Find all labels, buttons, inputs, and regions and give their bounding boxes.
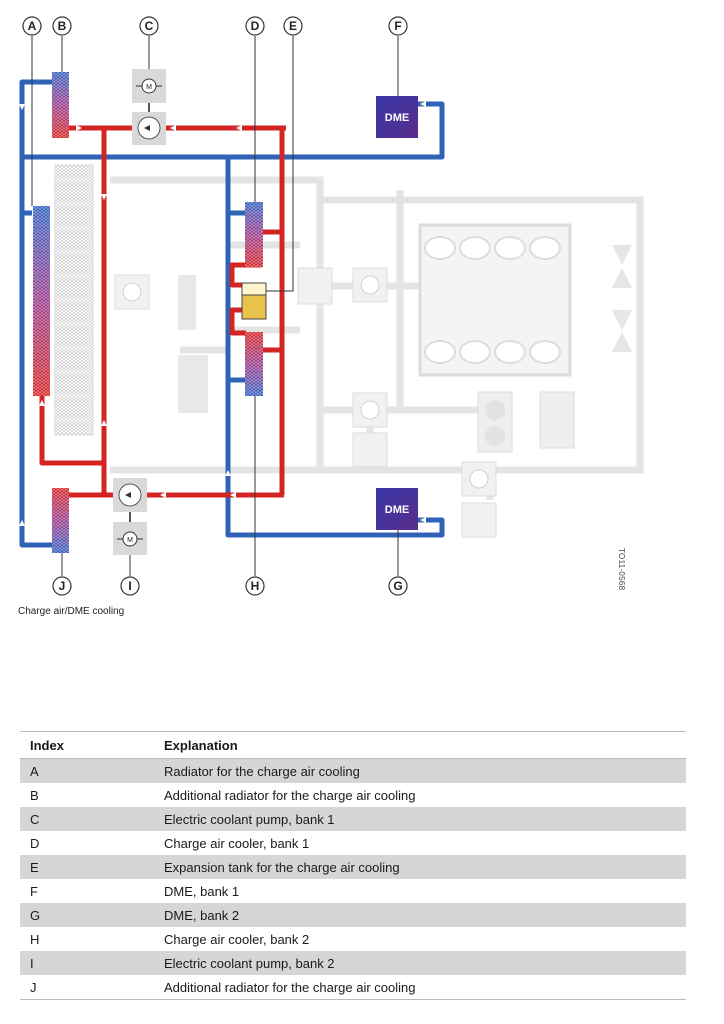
expansion-tank-e [241,282,267,320]
legend-header-row: Index Explanation [20,731,686,759]
dme-bottom-label: DME [385,504,409,516]
pump-c-motor-symbol: M [146,84,152,91]
legend-row: J Additional radiator for the charge air… [20,975,686,1000]
label-h: H [251,579,260,593]
legend-row: B Additional radiator for the charge air… [20,783,686,807]
dme-bank1-f: DME [376,96,418,138]
inactive-components [54,164,632,538]
legend-index: H [30,931,40,947]
label-g: G [393,579,402,593]
legend-index: I [20,951,154,975]
charge-air-cooler-d [245,202,263,267]
label-c: C [145,19,154,33]
legend-explanation: Charge air cooler, bank 1 [164,835,310,851]
electric-pump-c: M [132,69,166,145]
legend-explanation: Charge air cooler, bank 2 [164,931,310,947]
legend-index: B [30,787,39,803]
label-f: F [394,19,401,33]
label-b: B [58,19,67,33]
label-leader-lines [31,36,399,576]
legend-header-explanation: Explanation [154,731,686,759]
additional-radiator-b [52,72,69,138]
legend-explanation: Radiator for the charge air cooling [154,758,686,783]
legend-index: D [30,835,40,851]
charge-air-radiator-a [33,206,50,396]
legend-table: Index Explanation A Radiator for the cha… [20,731,686,1000]
additional-radiator-j [52,488,69,553]
legend-row: E Expansion tank for the charge air cool… [20,855,686,879]
legend-explanation: Expansion tank for the charge air coolin… [154,855,686,879]
pump-i-motor-symbol: M [127,537,133,544]
legend-row: I Electric coolant pump, bank 2 [20,951,686,975]
legend-row: H Charge air cooler, bank 2 [20,927,686,951]
label-a: A [28,19,37,33]
legend-index: C [20,807,154,831]
legend-explanation: Additional radiator for the charge air c… [164,787,416,803]
legend-explanation: Electric coolant pump, bank 1 [154,807,686,831]
legend-row: F DME, bank 1 [20,879,686,903]
legend-header-index: Index [20,731,154,759]
legend-index: G [20,903,154,927]
diagram-caption: Charge air/DME cooling [18,606,125,617]
legend-index: E [20,855,154,879]
legend-row: G DME, bank 2 [20,903,686,927]
legend-explanation: Electric coolant pump, bank 2 [154,951,686,975]
dme-bank2-g: DME [376,488,418,530]
label-e: E [289,19,297,33]
legend-explanation: DME, bank 1 [164,883,240,899]
cooling-circuit-diagram: M M DME DME [19,16,644,596]
dme-top-label: DME [385,112,409,124]
legend-explanation: DME, bank 2 [154,903,686,927]
electric-pump-i: M [113,478,147,555]
legend-explanation: Additional radiator for the charge air c… [154,975,686,1000]
legend-row: A Radiator for the charge air cooling [20,758,686,783]
label-i: I [128,579,131,593]
legend-row: C Electric coolant pump, bank 1 [20,807,686,831]
legend-index: J [20,975,154,1000]
legend-index: A [20,758,154,783]
flow-arrows [19,101,426,526]
label-j: J [59,579,66,593]
legend-row: D Charge air cooler, bank 1 [20,831,686,855]
cold-coolant-lines [19,79,445,548]
label-d: D [251,19,260,33]
legend-index: F [30,883,38,899]
label-circles [22,16,408,596]
charge-air-cooler-h [245,332,263,396]
image-code: TO11-0568 [617,548,626,591]
